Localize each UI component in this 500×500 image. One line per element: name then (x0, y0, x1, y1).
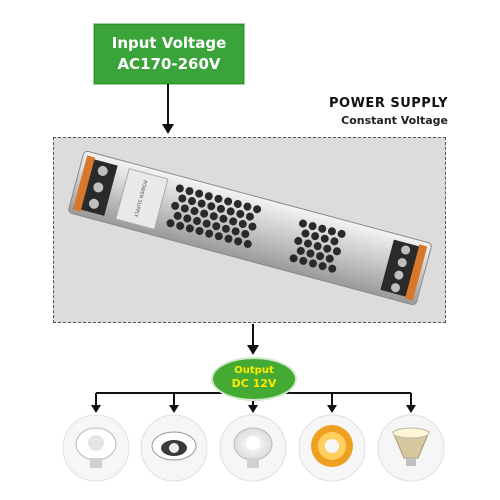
drop-arrow-1 (91, 405, 101, 413)
recessed-downlight-icon (140, 414, 208, 482)
power-supply-unit: POWER SUPPLY (68, 150, 432, 306)
drop-arrow-2 (169, 405, 179, 413)
output-arrowhead (247, 345, 259, 355)
drop-arrow-4 (327, 405, 337, 413)
output-voltage-badge: Output DC 12V (211, 357, 297, 401)
led-strip-reel-icon (298, 414, 366, 482)
mr16-reflector-lamp-icon (377, 414, 445, 482)
input-voltage-label: Input Voltage (111, 34, 227, 52)
output-label: Output (234, 365, 274, 376)
drop-arrow-3 (248, 405, 258, 413)
input-arrowhead (162, 124, 174, 134)
input-voltage-box: Input Voltage AC170-260V (93, 23, 245, 85)
input-voltage-value: AC170-260V (117, 55, 221, 73)
drop-arrow-5 (406, 405, 416, 413)
power-supply-subtitle: Constant Voltage (341, 114, 448, 127)
gu10-spot-lamp-icon (219, 414, 287, 482)
output-value: DC 12V (231, 377, 277, 390)
mr16-spot-lamp-icon (62, 414, 130, 482)
power-supply-title: POWER SUPPLY (329, 96, 448, 111)
